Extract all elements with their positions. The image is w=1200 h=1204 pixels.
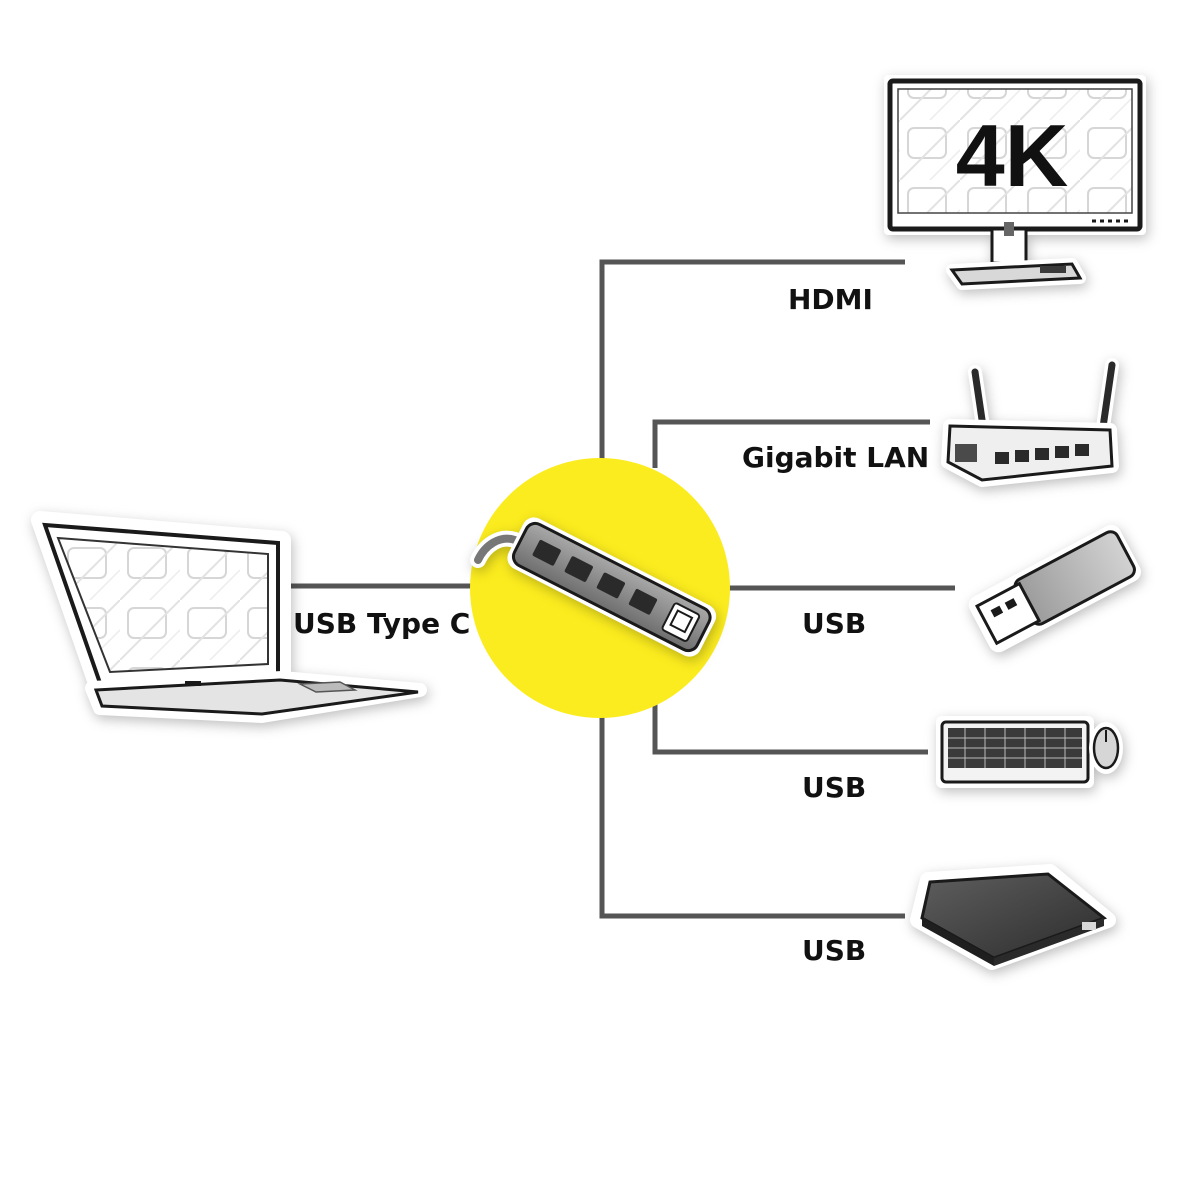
monitor-screen-text: 4K [956,106,1069,205]
label-usb-keyboard-mouse: USB [802,771,867,804]
label-usb-flash-drive: USB [802,607,867,640]
line-usb-drive [599,712,905,919]
label-hdmi: HDMI [788,283,873,316]
line-lan [652,419,930,468]
keyboard-mouse-icon [936,716,1123,788]
router-icon [941,358,1119,487]
connection-lines [282,259,955,919]
label-usb-external-drive: USB [802,934,867,967]
line-hdmi [599,259,905,468]
usb-hub-icon [470,517,717,657]
label-gigabit-lan: Gigabit LAN [742,441,930,474]
label-usb-type-c: USB Type C [293,607,471,640]
external-drive-icon [910,864,1116,970]
line-usb-keyboard [652,700,928,755]
monitor-icon [884,75,1146,290]
flash-drive-icon [968,524,1141,653]
laptop-icon [31,511,427,723]
